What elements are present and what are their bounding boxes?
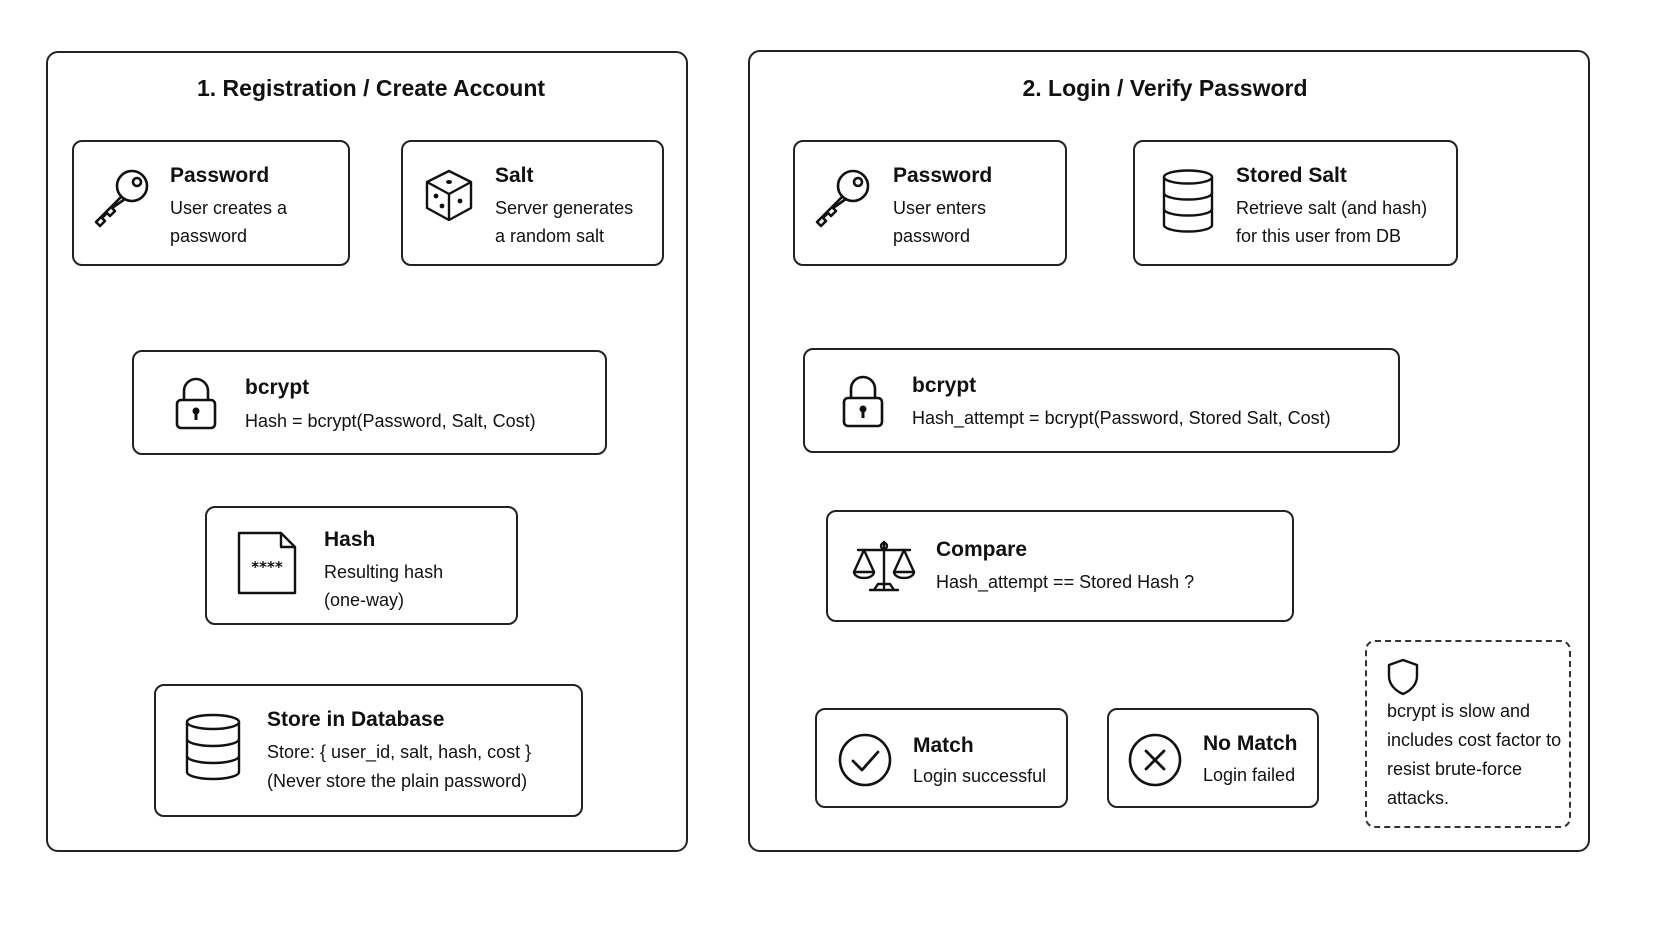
- login-panel-title: 2. Login / Verify Password: [1022, 75, 1308, 101]
- store-database-node: Store in Database Store: { user_id, salt…: [154, 684, 583, 817]
- key-icon: [815, 169, 870, 228]
- shield-icon: [1387, 658, 1419, 696]
- stored-salt-title: Stored Salt: [1236, 164, 1347, 187]
- x-circle-icon: [1128, 733, 1182, 787]
- no-match-node: No Match Login failed: [1107, 708, 1319, 808]
- file-icon: ****: [237, 531, 297, 595]
- hash-file-stars: ****: [251, 558, 283, 576]
- login-bcrypt-formula: Hash_attempt = bcrypt(Password, Stored S…: [912, 408, 1331, 428]
- check-circle-icon: [838, 733, 892, 787]
- bcrypt-note-text: bcrypt is slow and includes cost factor …: [1387, 701, 1562, 808]
- password-node: Password User creates a password: [72, 140, 350, 266]
- no-match-title: No Match: [1203, 732, 1298, 755]
- bcrypt-node: bcrypt Hash = bcrypt(Password, Salt, Cos…: [132, 350, 607, 455]
- compare-title: Compare: [936, 538, 1028, 561]
- lock-icon: [175, 377, 217, 430]
- bcrypt-title: bcrypt: [245, 376, 310, 399]
- login-password-node: Password User enters password: [793, 140, 1067, 266]
- login-bcrypt-node: bcrypt Hash_attempt = bcrypt(Password, S…: [803, 348, 1400, 453]
- registration-panel-title: 1. Registration / Create Account: [196, 75, 546, 101]
- login-bcrypt-title: bcrypt: [912, 374, 977, 397]
- match-title: Match: [913, 734, 974, 757]
- login-password-desc-line1: User enters: [893, 198, 987, 218]
- password-desc-line1: User creates a: [170, 198, 288, 218]
- match-desc: Login successful: [913, 766, 1047, 786]
- lock-icon: [842, 375, 884, 428]
- hash-node: **** Hash Resulting hash (one-way): [205, 506, 518, 625]
- bcrypt-note: bcrypt is slow and includes cost factor …: [1365, 640, 1571, 828]
- scale-icon: [852, 540, 916, 592]
- match-node: Match Login successful: [815, 708, 1068, 808]
- no-match-desc: Login failed: [1203, 765, 1296, 785]
- login-password-desc-line2: password: [893, 226, 971, 246]
- salt-title: Salt: [495, 164, 534, 187]
- hash-title: Hash: [324, 528, 376, 551]
- key-icon: [94, 169, 149, 228]
- password-title: Password: [170, 164, 270, 187]
- store-desc-line2: (Never store the plain password): [267, 771, 528, 791]
- database-icon: [1162, 169, 1214, 233]
- database-icon: [185, 713, 241, 781]
- salt-node: Salt Server generates a random salt: [401, 140, 664, 266]
- login-password-title: Password: [893, 164, 993, 187]
- dice-icon: [425, 169, 473, 222]
- salt-desc-line2: a random salt: [495, 226, 605, 246]
- hash-desc-line2: (one-way): [324, 590, 405, 610]
- hash-desc-line1: Resulting hash: [324, 562, 444, 582]
- store-title: Store in Database: [267, 708, 445, 731]
- stored-salt-desc-line2: for this user from DB: [1236, 226, 1402, 246]
- password-desc-line2: password: [170, 226, 248, 246]
- compare-node: Compare Hash_attempt == Stored Hash ?: [826, 510, 1294, 622]
- stored-salt-desc-line1: Retrieve salt (and hash): [1236, 198, 1428, 218]
- store-desc-line1: Store: { user_id, salt, hash, cost }: [267, 742, 532, 762]
- stored-salt-node: Stored Salt Retrieve salt (and hash) for…: [1133, 140, 1458, 266]
- salt-desc-line1: Server generates: [495, 198, 634, 218]
- compare-desc: Hash_attempt == Stored Hash ?: [936, 572, 1195, 592]
- bcrypt-formula: Hash = bcrypt(Password, Salt, Cost): [245, 411, 536, 431]
